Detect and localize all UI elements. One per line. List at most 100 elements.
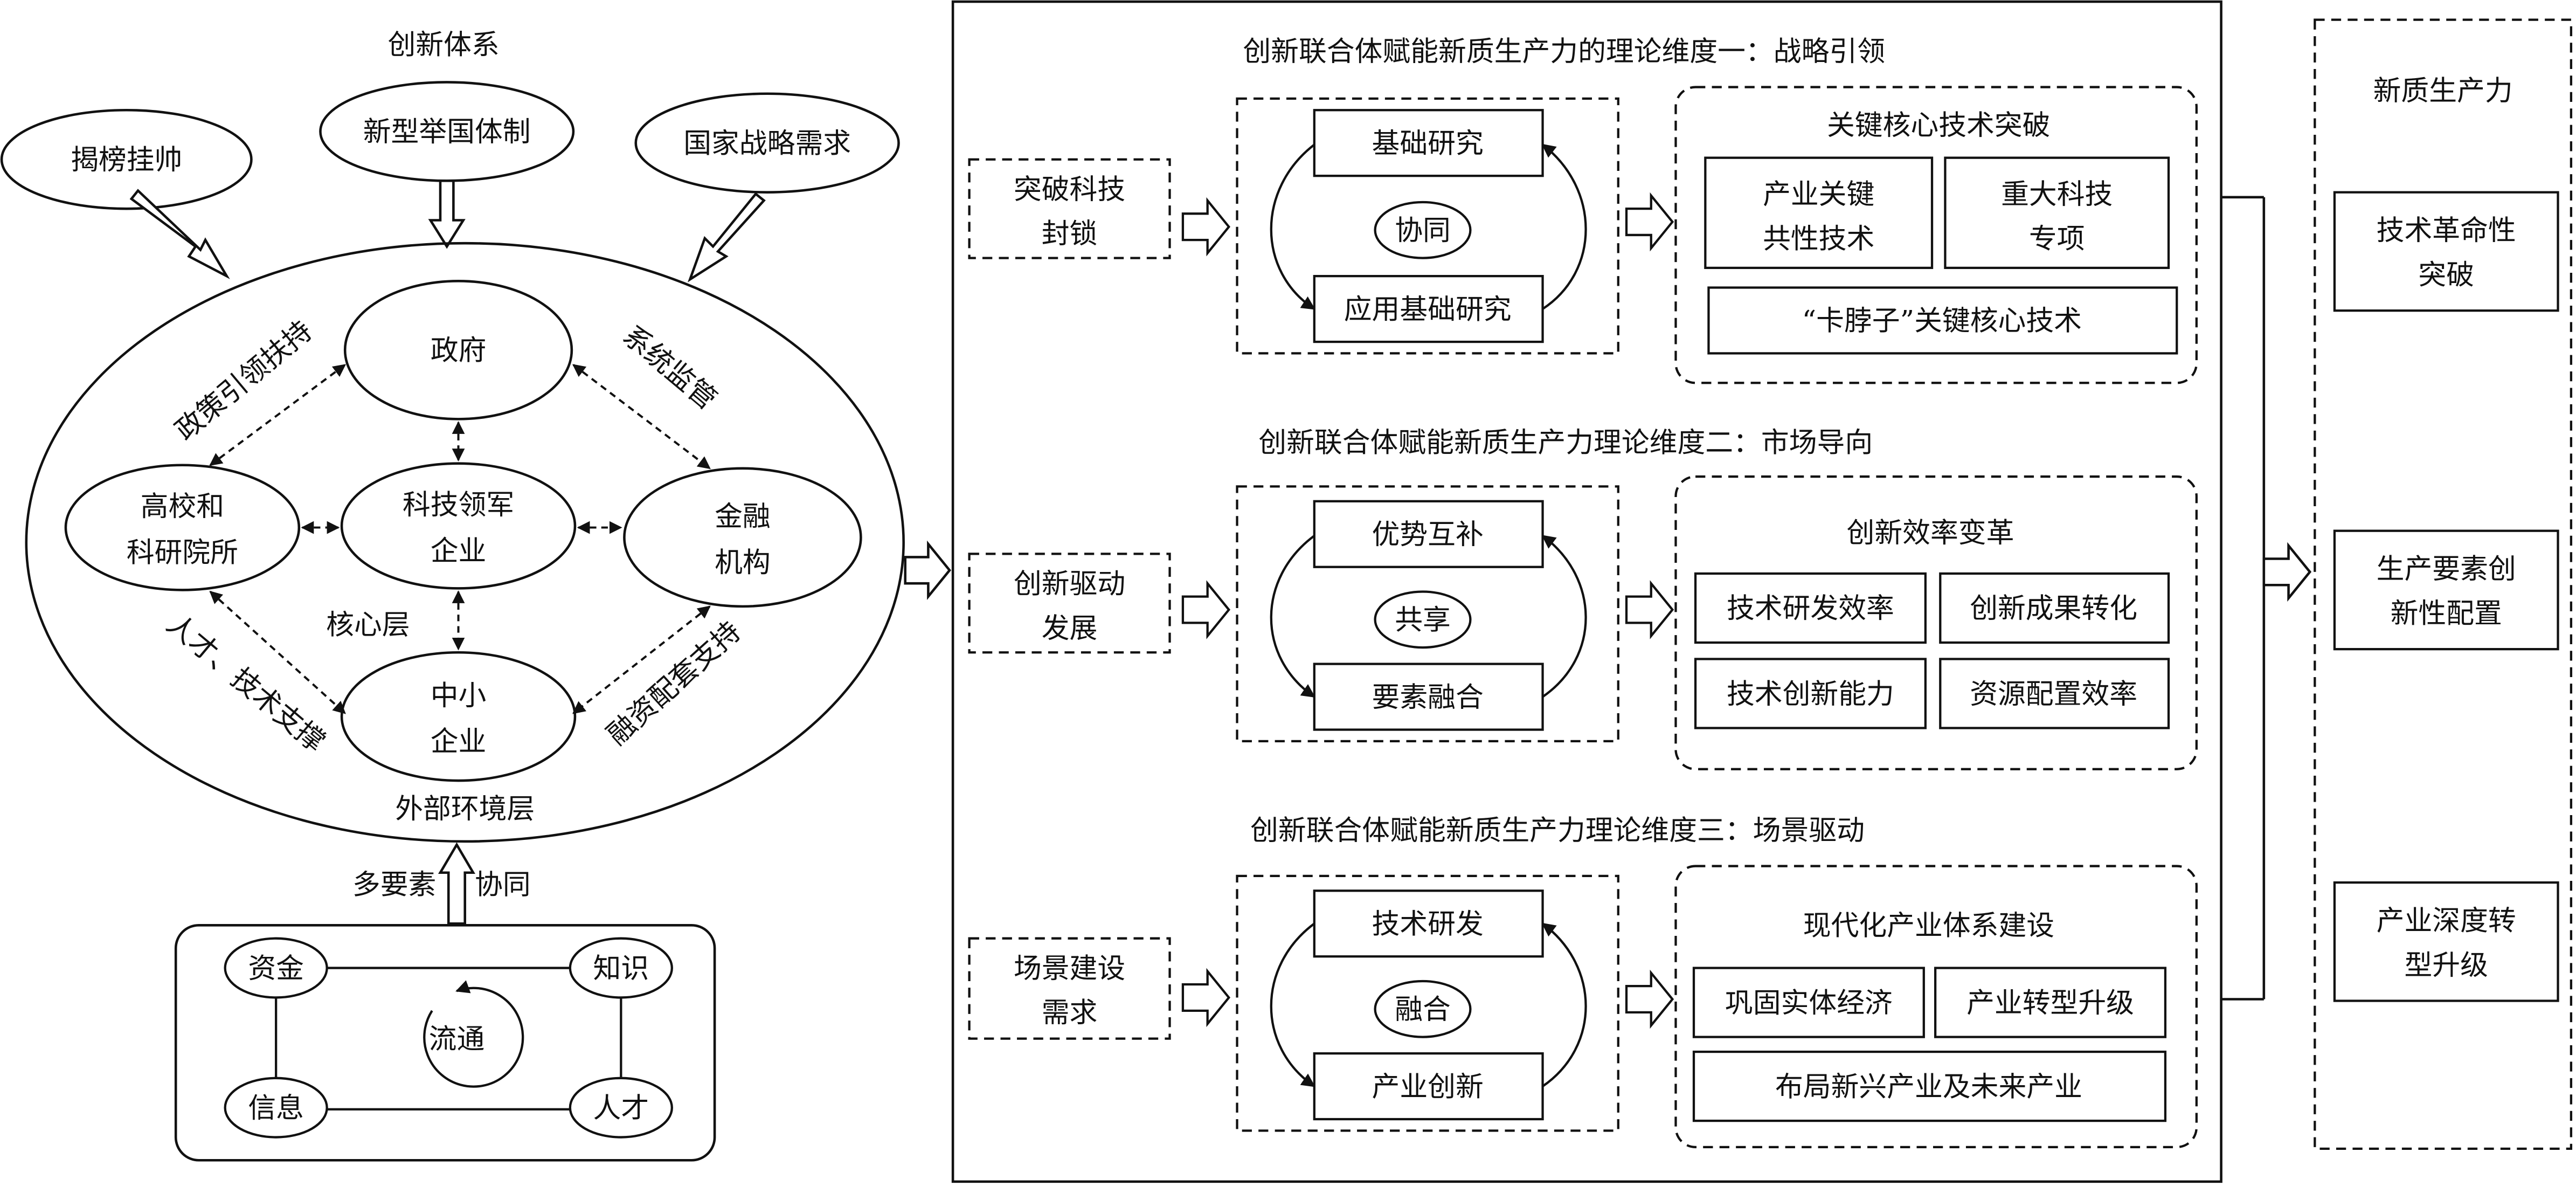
hollow-arrow-input-1 (129, 189, 230, 279)
dimension-2-process-box (1236, 485, 1619, 743)
dimension-1-process-box (1236, 97, 1619, 355)
dimension-2-item-3-box (1694, 658, 1927, 729)
dimension-1-item-2-line-2: 专项 (2029, 223, 2085, 255)
dimension-2-item-4-box (1939, 658, 2170, 729)
link-finance-sme (572, 605, 711, 714)
government-label: 政府 (431, 335, 487, 367)
input-label-2: 新型举国体制 (363, 116, 531, 148)
dimension-2-top-box (1313, 500, 1544, 568)
dimension-2-outcome-title: 创新效率变革 (1847, 517, 2014, 549)
hollow-arrow-up-factors (438, 842, 475, 925)
dimension-3-item-2-box (1934, 967, 2167, 1038)
dimension-3-cycle-right (1541, 922, 1587, 1087)
dimension-3-title: 创新联合体赋能新质生产力理论维度三：场景驱动 (1250, 815, 1865, 847)
circulation-circle-icon (423, 980, 524, 1088)
dimension-3-mid-label: 融合 (1395, 994, 1451, 1026)
dimension-1-mid-label: 协同 (1395, 215, 1451, 247)
sme-node (340, 651, 577, 782)
factor-label-talent: 人才 (593, 1092, 649, 1125)
dimension-1-driver-line-2: 封锁 (1042, 218, 1098, 250)
dimension-1-arrow-b (1625, 192, 1674, 252)
universities-label-1: 高校和 (141, 491, 224, 523)
dimension-2-item-3-label: 技术创新能力 (1727, 678, 1894, 711)
right-item-2-line-1: 生产要素创 (2377, 553, 2516, 585)
factor-node-knowledge (569, 937, 673, 999)
dimension-2-title: 创新联合体赋能新质生产力理论维度二：市场导向 (1258, 426, 1873, 459)
dimension-2-driver-box (968, 553, 1171, 654)
leader-enterprise-label-2: 企业 (431, 535, 487, 568)
sme-label-2: 企业 (431, 726, 487, 758)
government-node (343, 280, 573, 420)
dimension-1-item-1-line-2: 共性技术 (1763, 223, 1874, 255)
dimension-3-bottom-box (1313, 1052, 1544, 1121)
dimension-1-title: 创新联合体赋能新质生产力的理论维度一：战略引领 (1243, 36, 1885, 68)
dimension-1-item-1-line-1: 产业关键 (1763, 178, 1874, 211)
dimension-3-cycle-left (1270, 922, 1315, 1087)
input-ellipse-1 (0, 108, 253, 210)
dimension-3-outcome-box (1674, 865, 2198, 1148)
dimension-1-top-box (1313, 109, 1544, 177)
dimension-2-arrow-a (1181, 580, 1231, 639)
dimension-1-bottom-label: 应用基础研究 (1344, 293, 1512, 326)
dimension-1-item-2-line-1: 重大科技 (2001, 178, 2113, 211)
dimension-1-item-1-box (1704, 156, 1934, 270)
dimension-3-driver-line-1: 场景建设 (1014, 953, 1125, 985)
dimension-2-item-1-label: 技术研发效率 (1727, 592, 1894, 625)
right-item-2-line-2: 新性配置 (2391, 597, 2502, 630)
dimension-2-cycle-right (1541, 535, 1587, 698)
finance-label-2: 机构 (715, 547, 771, 579)
innovation-system-ellipse (25, 242, 905, 843)
dimension-3-mid-node (1374, 980, 1472, 1038)
finance-node (623, 467, 862, 608)
right-item-1-line-1: 技术革命性 (2377, 215, 2516, 247)
dimension-3-item-1-box (1692, 967, 1925, 1038)
input-label-1: 揭榜挂帅 (71, 144, 182, 176)
dimension-1-outcome-title: 关键核心技术突破 (1827, 109, 2051, 142)
universities-node (64, 464, 301, 591)
finance-label-1: 金融 (715, 501, 771, 533)
dimension-2-outcome-box (1674, 475, 2198, 770)
dimension-3-wide-item-box (1692, 1050, 2167, 1122)
dimension-2-item-1-box (1694, 572, 1927, 644)
hollow-arrow-input-2 (428, 180, 466, 249)
dimension-3-arrow-a (1181, 968, 1231, 1028)
hollow-arrow-to-right (2262, 542, 2312, 602)
dimension-2-top-label: 优势互补 (1372, 519, 1484, 551)
right-item-3-line-2: 型升级 (2404, 949, 2488, 982)
dimension-1-cycle-right (1541, 143, 1587, 310)
dimension-1-top-label: 基础研究 (1372, 128, 1484, 160)
dimension-1-wide-item-label: “卡脖子”关键核心技术 (1802, 305, 2082, 337)
dimension-2-bottom-label: 要素融合 (1372, 681, 1484, 714)
dimension-3-process-box (1236, 874, 1619, 1132)
dimension-3-item-2-label: 产业转型升级 (1966, 987, 2134, 1019)
dimension-2-item-2-box (1939, 572, 2170, 644)
dimension-3-driver-line-2: 需求 (1042, 997, 1098, 1029)
dimension-3-bottom-label: 产业创新 (1372, 1071, 1484, 1103)
talent-tech-support-label: 人才、技术支撑 (161, 608, 331, 758)
dimension-1-arrow-a (1181, 197, 1231, 257)
external-layer-label: 外部环境层 (395, 793, 535, 825)
dimension-1-driver-line-1: 突破科技 (1014, 174, 1125, 206)
dimension-1-wide-item-box (1707, 286, 2178, 355)
input-label-3: 国家战略需求 (683, 128, 851, 160)
factor-node-capital (224, 937, 328, 999)
dimension-2-arrow-b (1625, 580, 1674, 639)
right-item-2-box (2333, 529, 2559, 651)
dimension-1-driver-box (968, 158, 1171, 259)
dimension-3-wide-item-label: 布局新兴产业及未来产业 (1775, 1071, 2082, 1103)
dimension-3-outcome-title: 现代化产业体系建设 (1803, 910, 2054, 942)
multi-factor-left: 多要素 (352, 868, 436, 901)
right-item-3-line-1: 产业深度转 (2377, 905, 2516, 937)
system-supervision-label: 系统监管 (617, 319, 723, 416)
right-item-1-line-2: 突破 (2418, 259, 2474, 291)
dimension-2-driver-line-1: 创新驱动 (1014, 568, 1125, 601)
factor-node-talent (569, 1077, 673, 1139)
link-gov-finance (572, 364, 711, 470)
dimension-1-cycle-left (1270, 143, 1315, 310)
dimension-3-top-box (1313, 889, 1544, 958)
factor-node-information (224, 1077, 328, 1139)
dimension-2-bottom-box (1313, 663, 1544, 731)
dimension-2-driver-line-2: 发展 (1042, 612, 1098, 645)
